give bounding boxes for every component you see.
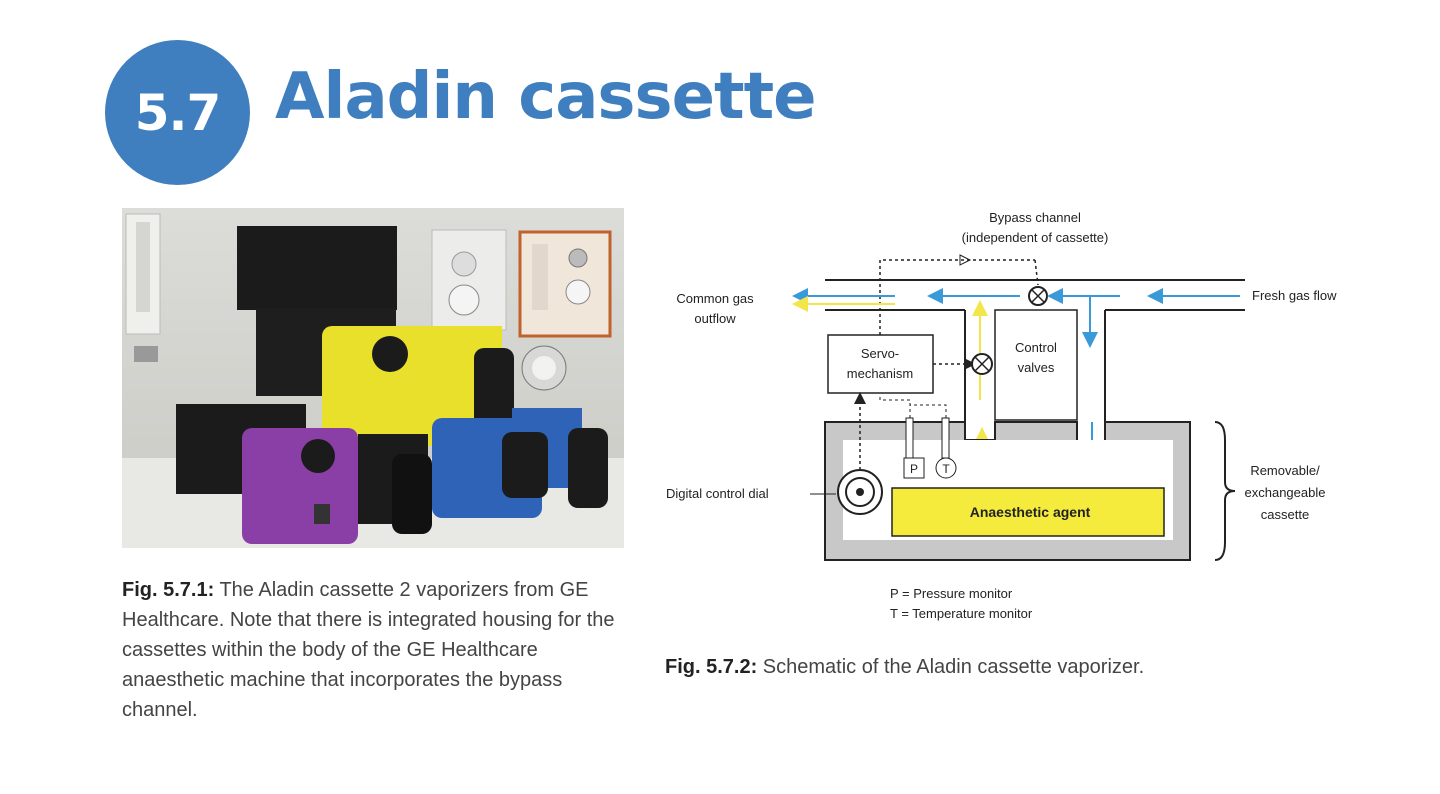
bypass-arrow-icon (959, 254, 972, 266)
legend-pressure: P = Pressure monitor (890, 586, 1013, 601)
digital-dial-label: Digital control dial (666, 486, 769, 501)
bypass-control-line (879, 259, 1035, 335)
figure2-caption: Fig. 5.7.2: Schematic of the Aladin cass… (665, 652, 1365, 682)
servo-label-2: mechanism (847, 366, 913, 381)
page-title: Aladin cassette (275, 60, 817, 134)
vaporizer-schematic: Bypass channel (independent of cassette)… (666, 210, 1337, 621)
section-badge: 5.7 (105, 40, 250, 185)
bypass-control-drop (1034, 259, 1039, 286)
control-valves-box (994, 309, 1078, 421)
fresh-gas-label: Fresh gas flow (1252, 288, 1337, 303)
cassette-label-1: Removable/ (1250, 463, 1320, 478)
agent-reservoir (891, 487, 1165, 537)
control-valves-label-2: valves (1018, 360, 1055, 375)
control-valves-label-1: Control (1015, 340, 1057, 355)
cassette-label-3: cassette (1261, 507, 1309, 522)
vaporizer-photo (122, 208, 624, 548)
common-gas-label-1: Common gas (676, 291, 754, 306)
figure1-caption: Fig. 5.7.1: The Aladin cassette 2 vapori… (122, 575, 622, 725)
legend-temperature: T = Temperature monitor (890, 606, 1033, 621)
pressure-signal-line (879, 395, 911, 418)
figure2-text: Schematic of the Aladin cassette vaporiz… (757, 656, 1145, 678)
pressure-monitor (903, 457, 925, 479)
bypass-label-1: Bypass channel (989, 210, 1081, 225)
cassette-brace (1214, 421, 1236, 561)
figure2-label: Fig. 5.7.2: (665, 656, 758, 678)
bypass-label-2: (independent of cassette) (962, 230, 1109, 245)
figure1-label: Fig. 5.7.1: (122, 579, 215, 601)
section-number: 5.7 (134, 83, 222, 142)
servo-mechanism-box (827, 334, 934, 394)
common-gas-label-2: outflow (694, 311, 736, 326)
temperature-symbol: T (942, 462, 950, 476)
pressure-symbol: P (910, 462, 918, 476)
cassette-label-2: exchangeable (1245, 485, 1326, 500)
figure1-text: The Aladin cassette 2 vaporizers from GE… (122, 579, 615, 721)
agent-label: Anaesthetic agent (970, 504, 1091, 520)
temperature-monitor (935, 457, 957, 479)
temperature-signal-line (910, 404, 947, 418)
servo-label-1: Servo- (861, 346, 899, 361)
